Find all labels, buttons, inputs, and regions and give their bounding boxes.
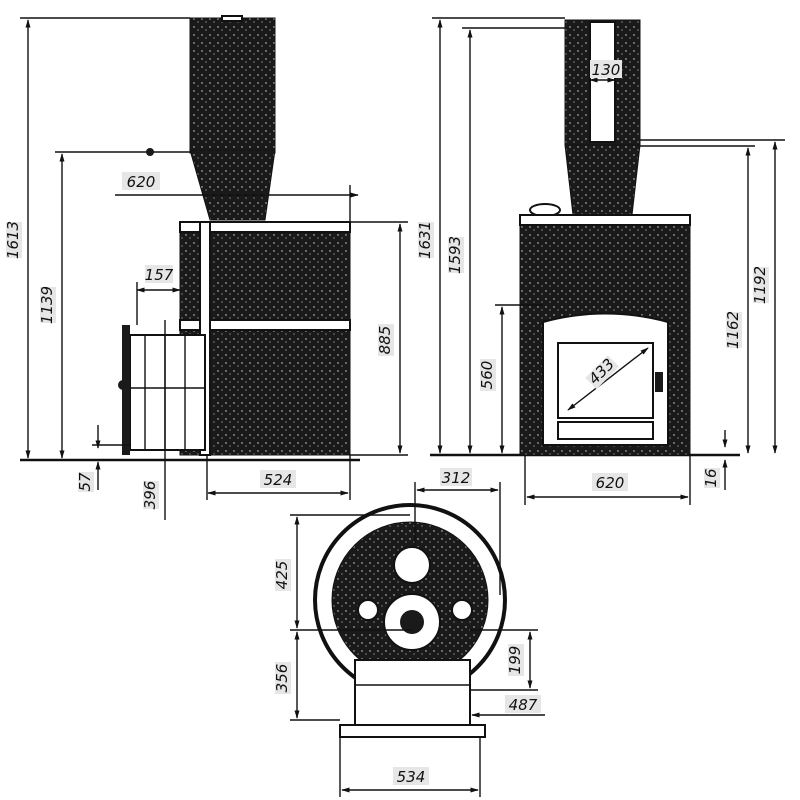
door-handle-icon bbox=[118, 380, 128, 390]
chimney-cone bbox=[564, 144, 641, 216]
dim-firebox-offset: 199 bbox=[506, 646, 524, 675]
dim-chimney-diameter: 130 bbox=[592, 61, 621, 79]
dim-base-width: 534 bbox=[397, 768, 426, 786]
dim-total-height: 1631 bbox=[416, 221, 434, 259]
chimney-cone bbox=[189, 149, 276, 221]
top-view: 312 425 356 199 487 534 bbox=[273, 468, 545, 797]
water-tank bbox=[189, 17, 276, 154]
tunnel-frame bbox=[354, 659, 471, 726]
base-plate bbox=[339, 724, 486, 738]
dim-chimney-height: 1593 bbox=[446, 236, 464, 274]
dim-tank-inlet-height: 1162 bbox=[724, 311, 742, 349]
dim-leg-height: 16 bbox=[702, 468, 720, 487]
ash-grate bbox=[557, 421, 654, 440]
dim-chimney-offset: 312 bbox=[442, 469, 471, 487]
dim-tank-outlet-height: 1192 bbox=[751, 266, 769, 304]
dim-body-height: 885 bbox=[376, 326, 394, 355]
dim-tunnel-length: 396 bbox=[141, 481, 159, 510]
dim-leg-height: 57 bbox=[76, 472, 94, 492]
dim-body-depth: 524 bbox=[264, 471, 293, 489]
dim-total-height: 1613 bbox=[4, 221, 22, 259]
tap-right-icon bbox=[451, 599, 473, 621]
dim-depth-with-tank: 620 bbox=[127, 173, 156, 191]
dim-tunnel-width: 487 bbox=[509, 696, 538, 714]
dim-door-top-height: 560 bbox=[478, 361, 496, 390]
dim-body-width: 620 bbox=[596, 474, 625, 492]
tunnel-door bbox=[122, 325, 130, 455]
door-handle-icon[interactable] bbox=[655, 372, 663, 392]
tap-left-icon bbox=[357, 599, 379, 621]
firebox-tunnel bbox=[129, 334, 206, 451]
dim-tank-outlet-height: 1139 bbox=[38, 286, 56, 324]
dim-rear-radius: 425 bbox=[273, 561, 291, 590]
chimney-top bbox=[221, 15, 243, 22]
side-view: 1613 1139 620 157 885 57 396 524 bbox=[4, 15, 408, 520]
front-view: 1631 1593 130 1192 1162 560 433 620 16 bbox=[416, 17, 785, 505]
dim-tunnel-offset: 157 bbox=[145, 266, 174, 284]
tap-icon bbox=[146, 148, 154, 156]
dim-front-radius: 356 bbox=[273, 664, 291, 693]
chimney-flue-icon bbox=[393, 546, 431, 584]
